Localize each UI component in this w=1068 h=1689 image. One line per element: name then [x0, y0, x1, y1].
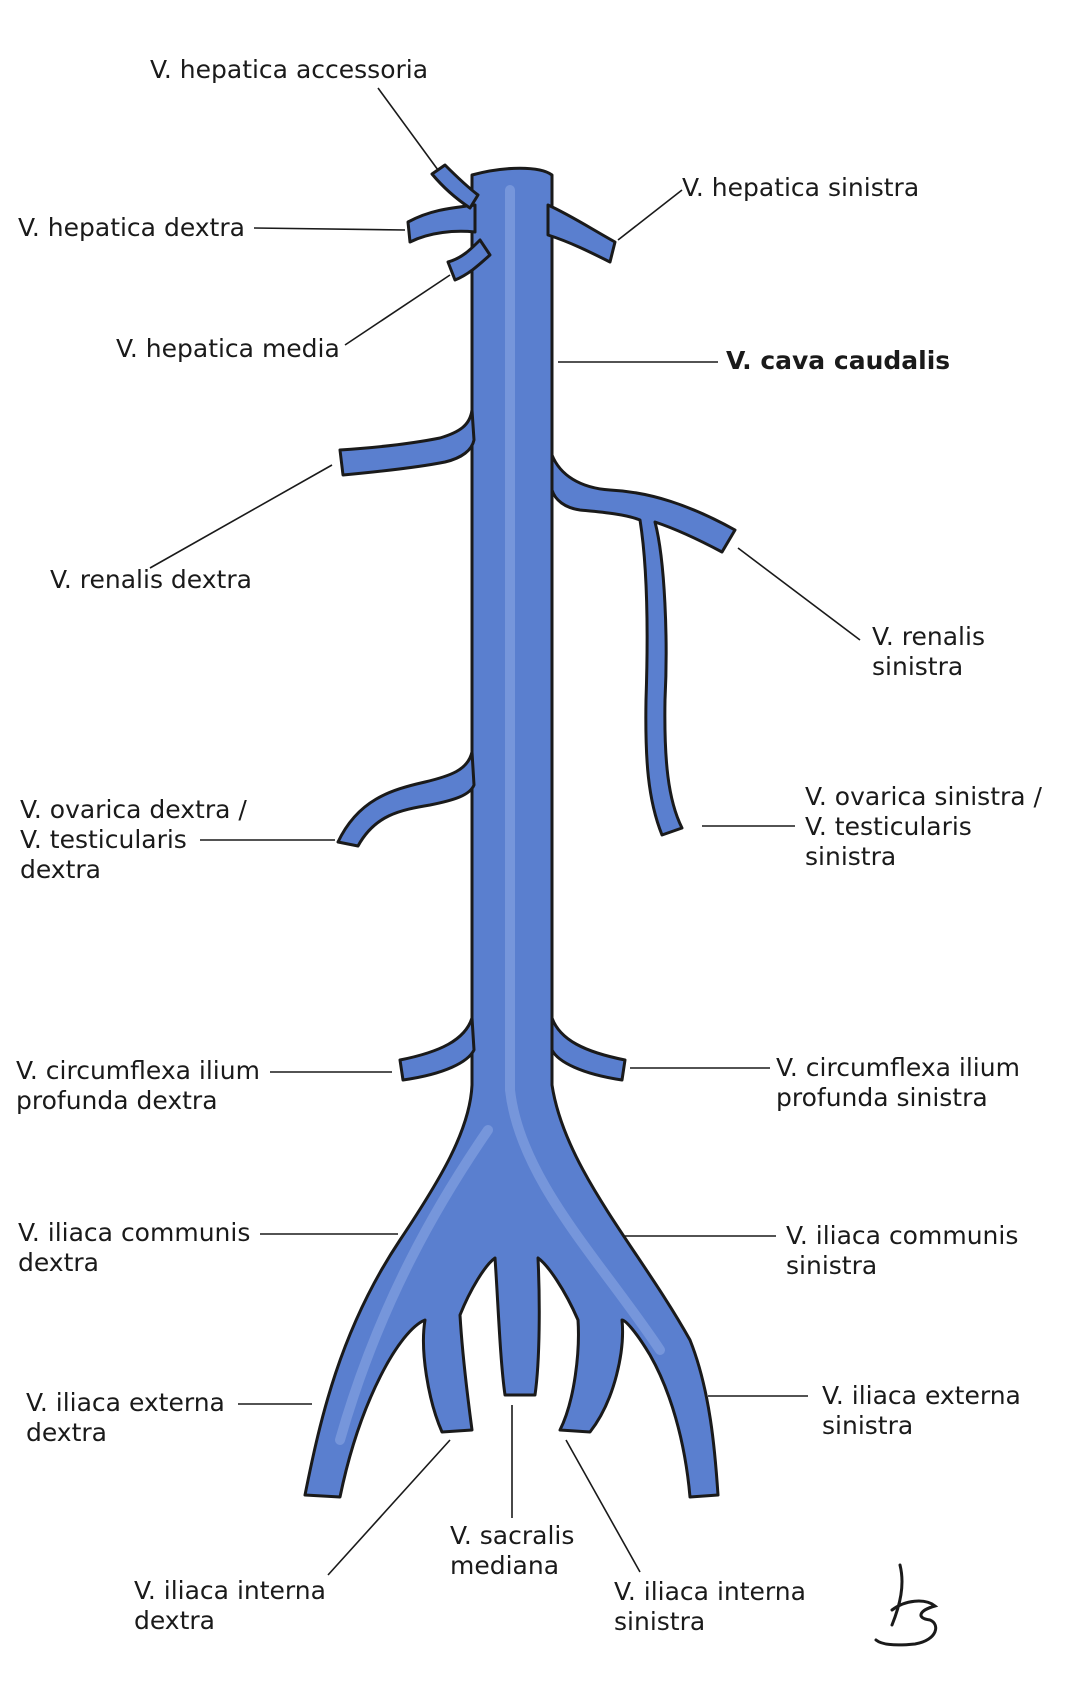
- label-ovarica-sinistra: V. ovarica sinistra / V. testicularis si…: [805, 782, 1042, 871]
- label-hepatica-media: V. hepatica media: [116, 334, 340, 363]
- label-circumflexa-sinistra: V. circumflexa ilium profunda sinistra: [776, 1053, 1020, 1112]
- label-cava-caudalis: V. cava caudalis: [726, 346, 951, 375]
- hepatica-accessoria-vessel: [430, 163, 480, 210]
- label-iliaca-interna-dextra: V. iliaca interna dextra: [134, 1576, 326, 1635]
- signature-mark: [874, 1563, 939, 1647]
- renalis-dextra-vessel: [338, 408, 476, 477]
- hepatica-sinistra-vessel: [546, 203, 617, 264]
- label-iliaca-communis-sinistra: V. iliaca communis sinistra: [786, 1221, 1019, 1280]
- label-hepatica-dextra: V. hepatica dextra: [18, 213, 245, 242]
- label-renalis-sinistra: V. renalis sinistra: [872, 622, 985, 681]
- label-iliaca-communis-dextra: V. iliaca communis dextra: [18, 1218, 251, 1277]
- label-circumflexa-dextra: V. circumflexa ilium profunda dextra: [16, 1056, 260, 1115]
- label-iliaca-interna-sinistra: V. iliaca interna sinistra: [614, 1577, 806, 1636]
- circumflexa-sinistra-vessel: [550, 1016, 627, 1082]
- label-hepatica-accessoria: V. hepatica accessoria: [150, 55, 429, 84]
- label-ovarica-dextra: V. ovarica dextra / V. testicularis dext…: [20, 795, 247, 884]
- hepatica-dextra-vessel: [406, 203, 477, 244]
- label-iliaca-externa-dextra: V. iliaca externa dextra: [26, 1388, 225, 1447]
- label-renalis-dextra: V. renalis dextra: [50, 565, 252, 594]
- renalis-sinistra-vessel: [550, 453, 737, 837]
- label-iliaca-externa-sinistra: V. iliaca externa sinistra: [822, 1381, 1021, 1440]
- label-sacralis-mediana: V. sacralis mediana: [450, 1521, 575, 1580]
- hepatica-media-vessel: [446, 238, 492, 282]
- label-hepatica-sinistra: V. hepatica sinistra: [682, 173, 920, 202]
- circumflexa-dextra-vessel: [398, 1016, 476, 1082]
- ovarica-dextra-vessel: [336, 750, 476, 848]
